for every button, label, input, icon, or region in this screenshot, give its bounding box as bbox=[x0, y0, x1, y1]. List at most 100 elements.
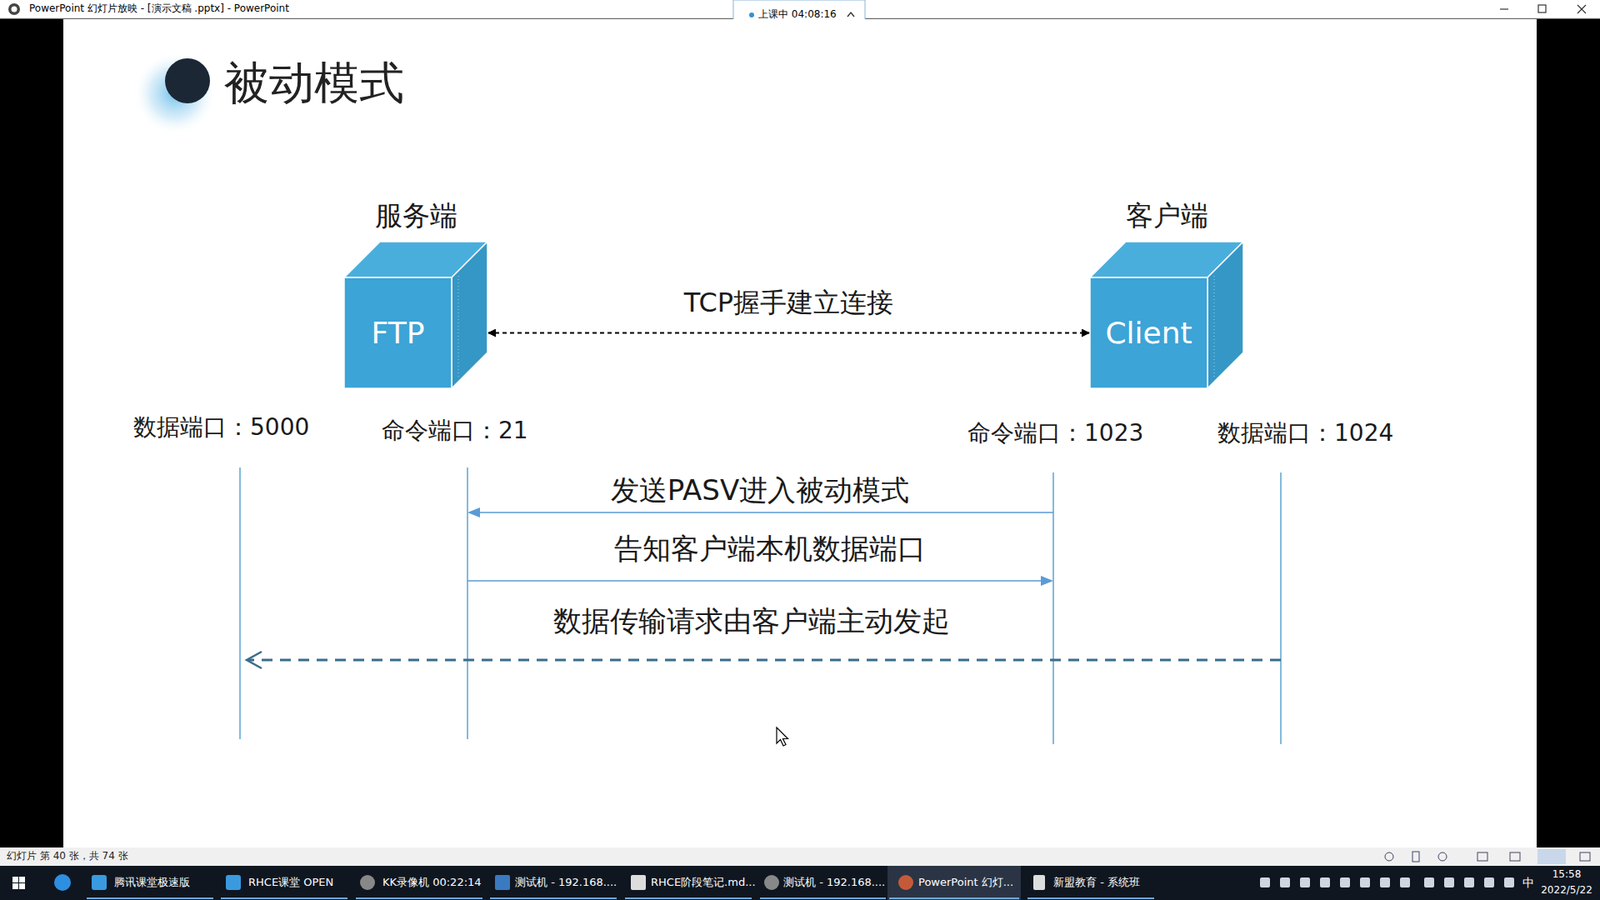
message-arrow bbox=[478, 511, 1054, 514]
heading-slot: 客户端 bbox=[1090, 200, 1244, 232]
task-label-slot: 测试机 - 192.168.... bbox=[783, 876, 885, 890]
clock-time: 15:58 bbox=[1552, 869, 1582, 881]
minimize-button bbox=[1500, 8, 1509, 10]
message-arrow bbox=[467, 580, 1043, 582]
side-bar bbox=[0, 19, 64, 848]
browser-icon bbox=[54, 874, 71, 891]
cube-front bbox=[344, 277, 452, 389]
lifeline bbox=[239, 467, 241, 740]
close-button bbox=[1577, 5, 1586, 14]
class-timer: 上课中 04:08:16 bbox=[758, 9, 837, 21]
slide-title-slot: 被动模式 bbox=[224, 57, 405, 110]
task-underline bbox=[86, 897, 1155, 900]
heading-slot: 服务端 bbox=[344, 200, 488, 232]
task-icon bbox=[91, 875, 107, 890]
task-icon bbox=[225, 875, 241, 890]
node-heading: 客户端 bbox=[1090, 200, 1244, 232]
lifeline bbox=[466, 467, 469, 740]
status-text-slot: 幻灯片 第 40 张，共 74 张 bbox=[6, 850, 129, 863]
active-task bbox=[887, 865, 1021, 900]
cube-front bbox=[1090, 277, 1208, 389]
node-heading: 服务端 bbox=[344, 200, 488, 232]
message-label-slot: 发送PASV进入被动模式 bbox=[610, 474, 910, 507]
title-dot bbox=[165, 58, 210, 104]
side-bar bbox=[1536, 19, 1600, 848]
class-timer-slot: 上课中 04:08:16 bbox=[758, 9, 837, 21]
task-label-slot: 新盟教育 - 系统班 bbox=[1053, 876, 1140, 890]
window-title-slot: PowerPoint 幻灯片放映 - [演示文稿 .pptx] - PowerP… bbox=[29, 3, 290, 15]
task-label: 新盟教育 - 系统班 bbox=[1053, 876, 1140, 890]
clock-date-slot: 2022/5/22 bbox=[1540, 885, 1593, 897]
status-icon bbox=[1438, 852, 1447, 861]
lifeline bbox=[1052, 472, 1055, 745]
task-icon bbox=[495, 875, 510, 890]
clock-time-slot: 15:58 bbox=[1552, 869, 1582, 881]
port-label-slot: 命令端口：21 bbox=[381, 417, 529, 445]
cube-texture bbox=[458, 275, 460, 379]
connector bbox=[487, 332, 1090, 335]
window-title: PowerPoint 幻灯片放映 - [演示文稿 .pptx] - PowerP… bbox=[29, 3, 290, 15]
status-icon bbox=[1412, 851, 1420, 862]
port-label: 数据端口：5000 bbox=[133, 414, 310, 441]
task-icon bbox=[1033, 875, 1045, 890]
cube-shape bbox=[1090, 241, 1244, 389]
caret bbox=[847, 12, 855, 17]
taskbar bbox=[0, 865, 1600, 900]
restore-button bbox=[1538, 5, 1546, 13]
task-label: RHCE阶段笔记.md... bbox=[650, 876, 756, 890]
task-label-slot: 腾讯课堂极速版 bbox=[114, 876, 190, 890]
task-label: 腾讯课堂极速版 bbox=[114, 876, 190, 890]
data-request-arrow bbox=[248, 659, 1281, 662]
task-label: PowerPoint 幻灯... bbox=[918, 876, 1014, 890]
title-glow bbox=[133, 51, 217, 135]
status-icon bbox=[1580, 852, 1590, 861]
connector-label-slot: TCP握手建立连接 bbox=[680, 286, 897, 318]
message-label: 告知客户端本机数据端口 bbox=[614, 532, 926, 565]
port-label-slot: 数据端口：5000 bbox=[133, 414, 310, 441]
status-bar bbox=[0, 847, 1600, 866]
app-icon-core bbox=[11, 6, 18, 13]
slide bbox=[63, 19, 1537, 848]
task-icon bbox=[630, 875, 646, 890]
port-label: 命令端口：1023 bbox=[967, 420, 1144, 447]
task-icon bbox=[898, 875, 914, 890]
task-label: RHCE课堂 OPEN bbox=[248, 876, 334, 890]
cube-side bbox=[451, 241, 488, 389]
live-dot bbox=[749, 12, 755, 18]
tray-icons bbox=[1260, 877, 1515, 888]
face-slot: FTP bbox=[344, 277, 452, 389]
arrow-head bbox=[467, 507, 480, 518]
task-label: 测试机 - 192.168.... bbox=[783, 876, 885, 890]
status-text: 幻灯片 第 40 张，共 74 张 bbox=[6, 850, 129, 863]
open-arrow-head bbox=[246, 651, 262, 669]
task-label: KK录像机 00:22:14 bbox=[382, 876, 482, 890]
cube-texture bbox=[1214, 275, 1215, 379]
task-label-slot: PowerPoint 幻灯... bbox=[918, 876, 1014, 890]
app-icon bbox=[8, 3, 20, 15]
clock-date: 2022/5/22 bbox=[1540, 885, 1593, 897]
status-icon bbox=[1385, 852, 1394, 861]
start-button bbox=[12, 876, 25, 890]
cube-shape bbox=[344, 241, 488, 389]
status-icon-active bbox=[1537, 849, 1566, 865]
task-label: 测试机 - 192.168.... bbox=[515, 876, 617, 890]
task-icon bbox=[764, 875, 780, 890]
task-icon bbox=[360, 875, 375, 890]
task-label-slot: RHCE阶段笔记.md... bbox=[650, 876, 756, 890]
port-label: 数据端口：1024 bbox=[1217, 420, 1394, 447]
port-label-slot: 数据端口：1024 bbox=[1217, 420, 1394, 447]
input-method: 中 bbox=[1522, 875, 1535, 890]
lifeline bbox=[1280, 472, 1282, 745]
node-label: FTP bbox=[371, 315, 425, 350]
message-label: 发送PASV进入被动模式 bbox=[610, 474, 910, 507]
status-icon bbox=[1510, 852, 1520, 861]
cube-side bbox=[1207, 241, 1244, 389]
port-label: 命令端口：21 bbox=[381, 417, 529, 445]
task-label-slot: RHCE课堂 OPEN bbox=[248, 876, 334, 890]
connector-label: TCP握手建立连接 bbox=[680, 286, 897, 318]
status-icon bbox=[1477, 852, 1488, 861]
message-label: 数据传输请求由客户端主动发起 bbox=[553, 605, 950, 638]
